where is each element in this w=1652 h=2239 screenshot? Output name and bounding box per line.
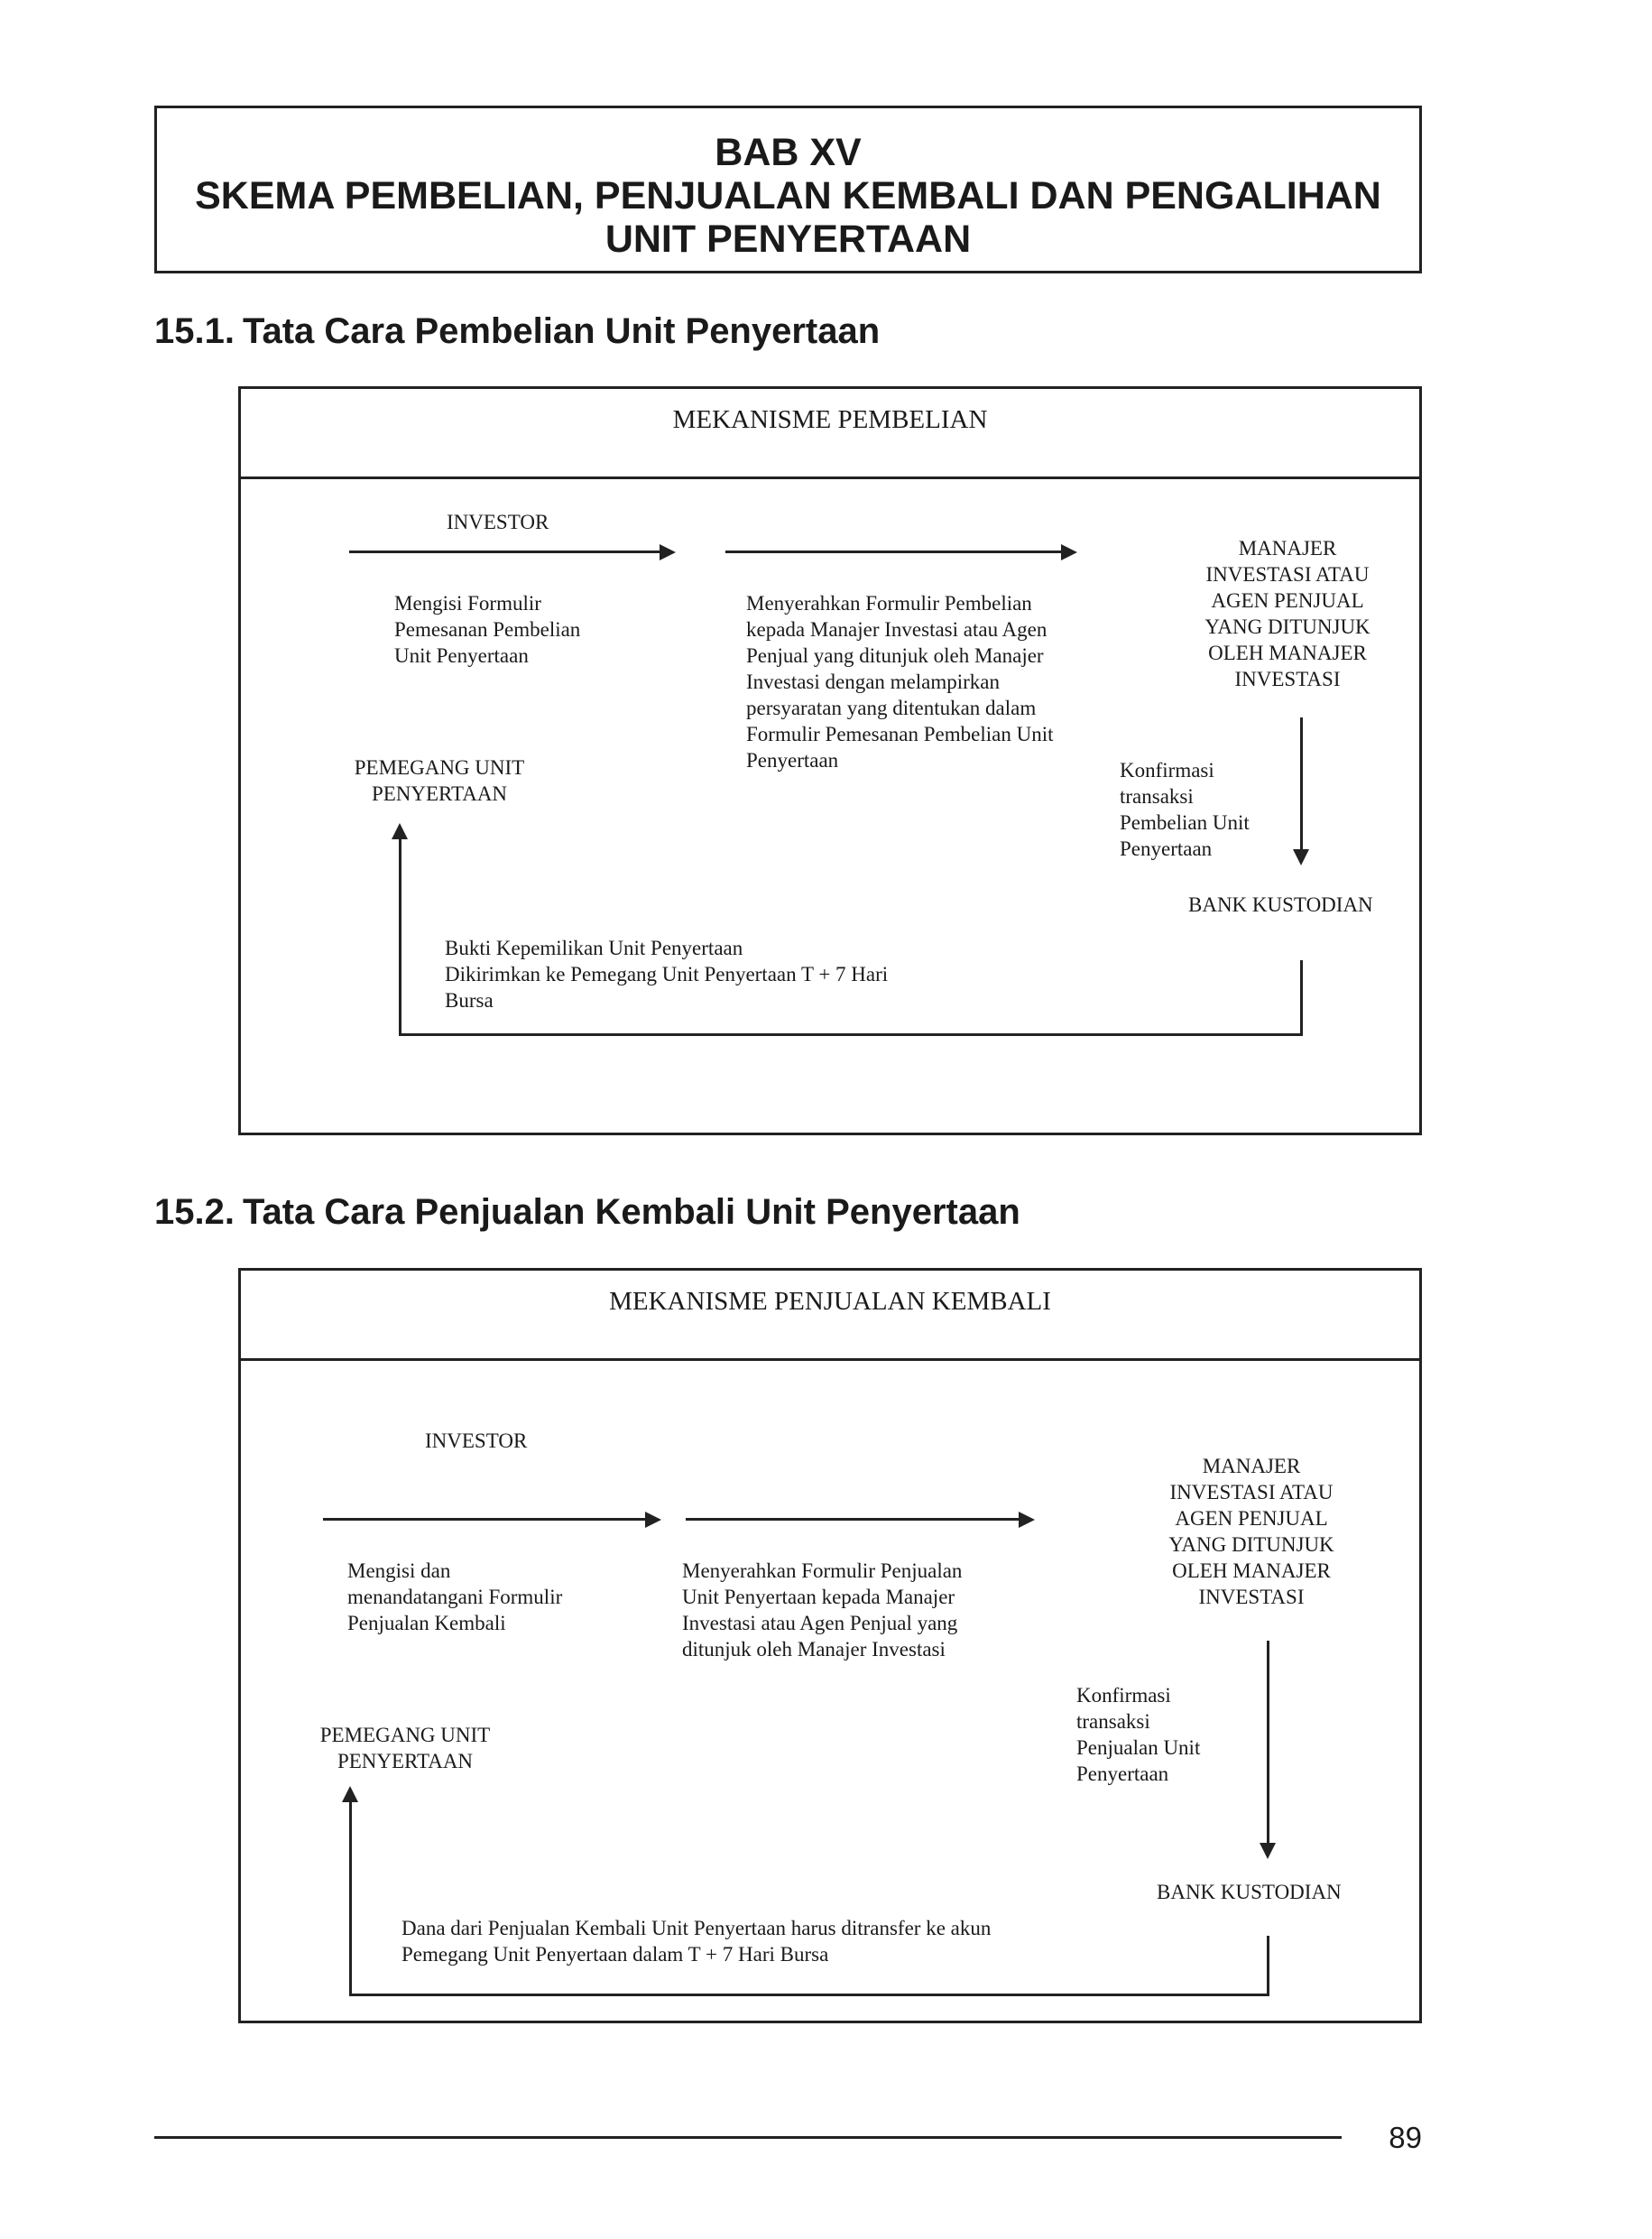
return-line-custodian: [1267, 1936, 1269, 1996]
section-heading-purchase: 15.1.Tata Cara Pembelian Unit Penyertaan: [154, 310, 880, 353]
footer-rule: [154, 2136, 1342, 2139]
arrow-manager-to-custodian: [1267, 1641, 1269, 1846]
section-heading-redemption: 15.2.Tata Cara Penjualan Kembali Unit Pe…: [154, 1190, 1020, 1234]
manager-or-agent-label: MANAJER INVESTASI ATAU AGEN PENJUAL YANG…: [1168, 1455, 1334, 1608]
unit-holder-label: PEMEGANG UNIT PENYERTAAN: [354, 756, 525, 805]
custodian-bank-label: BANK KUSTODIAN: [1157, 1881, 1342, 1903]
arrow-head-right: [1061, 544, 1077, 560]
arrow-manager-to-custodian: [1300, 717, 1303, 853]
arrow-head-down: [1293, 849, 1309, 865]
page-number: 89: [1389, 2121, 1422, 2154]
arrow-head-right: [660, 544, 676, 560]
confirmation-label: Konfirmasi transaksi Pembelian Unit Peny…: [1120, 759, 1250, 860]
fill-form-step: Mengisi Formulir Pemesanan Pembelian Uni…: [394, 592, 581, 667]
investor-label: INVESTOR: [425, 1429, 528, 1452]
redemption-funds-label: Dana dari Penjualan Kembali Unit Penyert…: [401, 1917, 992, 1966]
arrow-head-down: [1260, 1843, 1276, 1859]
manager-or-agent-label: MANAJER INVESTASI ATAU AGEN PENJUAL YANG…: [1204, 537, 1371, 690]
arrow-step2-to-manager: [725, 550, 1066, 553]
arrow-investor-to-step2: [349, 550, 665, 553]
investor-label: INVESTOR: [447, 511, 549, 533]
diagram-header: MEKANISME PEMBELIAN: [241, 389, 1419, 479]
chapter-title-line-2: UNIT PENYERTAAN: [605, 217, 972, 261]
submit-form-step: Menyerahkan Formulir Penjualan Unit Peny…: [682, 1559, 963, 1661]
arrow-head-up: [392, 823, 408, 839]
chapter-title-box: BAB XV SKEMA PEMBELIAN, PENJUALAN KEMBAL…: [154, 106, 1422, 273]
arrow-investor-to-step2: [323, 1518, 651, 1521]
diagram-header: MEKANISME PENJUALAN KEMBALI: [241, 1271, 1419, 1361]
section-number: 15.2.: [154, 1192, 235, 1232]
return-line-bottom: [349, 1994, 1269, 1996]
custodian-bank-label: BANK KUSTODIAN: [1188, 893, 1373, 916]
arrow-step2-to-manager: [686, 1518, 1024, 1521]
purchase-mechanism-diagram: MEKANISME PEMBELIAN INVESTOR Mengisi For…: [238, 386, 1422, 1135]
submit-form-step: Menyerahkan Formulir Pembelian kepada Ma…: [746, 592, 1054, 772]
section-title: Tata Cara Penjualan Kembali Unit Penyert…: [243, 1192, 1020, 1232]
return-line-to-holder: [399, 838, 401, 1036]
section-number: 15.1.: [154, 311, 235, 351]
return-line-bottom: [399, 1033, 1303, 1036]
arrow-head-right: [645, 1512, 661, 1528]
chapter-title-line-1: SKEMA PEMBELIAN, PENJUALAN KEMBALI DAN P…: [195, 174, 1381, 217]
fill-and-sign-form-step: Mengisi dan menandatangani Formulir Penj…: [347, 1559, 563, 1634]
section-title: Tata Cara Pembelian Unit Penyertaan: [243, 311, 881, 351]
arrow-head-right: [1019, 1512, 1035, 1528]
return-line-to-holder: [349, 1801, 352, 1996]
unit-holder-label: PEMEGANG UNIT PENYERTAAN: [319, 1724, 491, 1772]
chapter-number: BAB XV: [715, 131, 862, 174]
redemption-mechanism-diagram: MEKANISME PENJUALAN KEMBALI INVESTOR Men…: [238, 1268, 1422, 2023]
arrow-head-up: [342, 1786, 358, 1802]
return-line-custodian: [1300, 960, 1303, 1036]
confirmation-label: Konfirmasi transaksi Penjualan Unit Peny…: [1076, 1684, 1201, 1785]
ownership-proof-label: Bukti Kepemilikan Unit Penyertaan Dikiri…: [445, 937, 889, 1012]
